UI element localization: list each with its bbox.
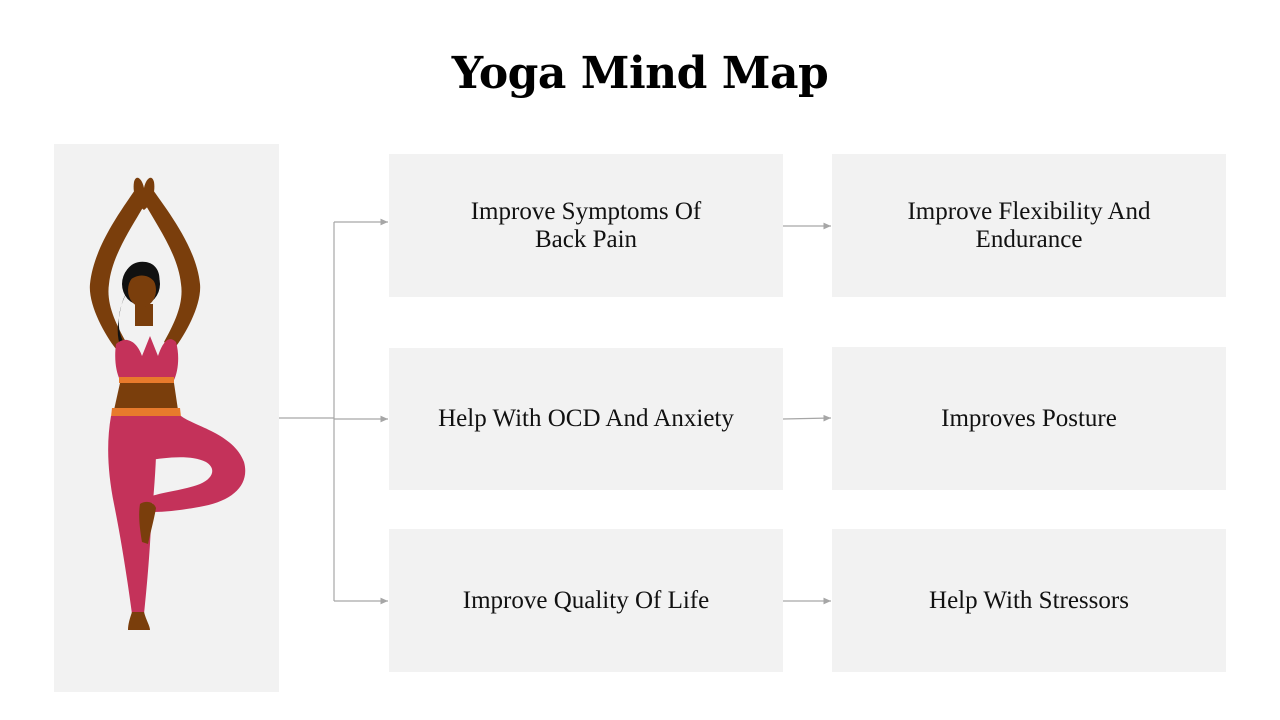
mindmap-node-stressors: Help With Stressors [832,529,1226,672]
mindmap-node-posture: Improves Posture [832,347,1226,490]
mindmap-node-quality-of-life: Improve Quality Of Life [389,529,783,672]
mindmap-node-ocd-anxiety: Help With OCD And Anxiety [389,348,783,490]
arrow-row2 [783,418,831,419]
mindmap-node-back-pain: Improve Symptoms Of Back Pain [389,154,783,297]
yoga-figure-panel [54,144,279,692]
yoga-pose-illustration [54,144,279,692]
mindmap-node-flexibility: Improve Flexibility And Endurance [832,154,1226,297]
page-title: Yoga Mind Map [0,48,1280,99]
